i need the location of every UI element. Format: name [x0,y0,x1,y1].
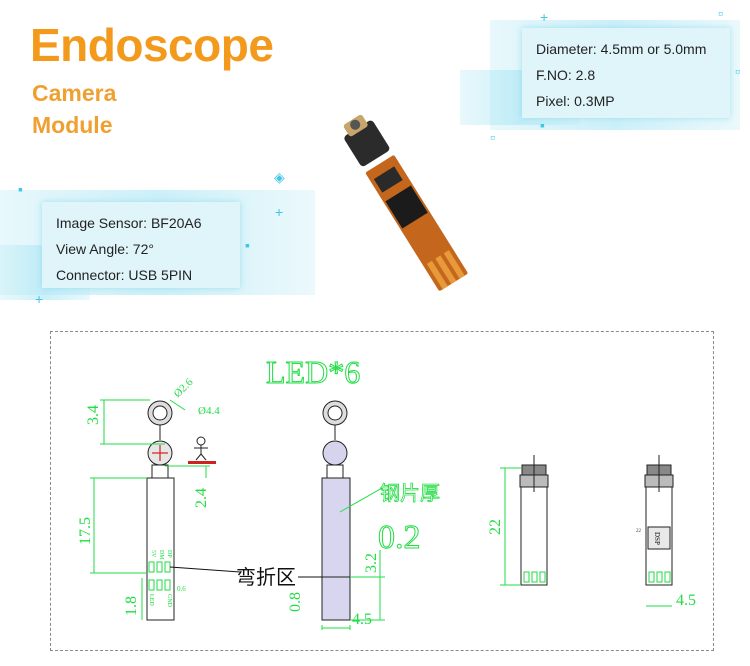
bend-zone-label: 弯折区 [236,566,296,589]
subtitle-camera: Camera [32,80,117,106]
dsp-label: DSP [653,532,661,545]
dim-0-6: 0.6 [177,585,186,593]
sparkle-icon: ▪ [245,237,250,253]
dim-3-2: 3.2 [363,553,380,573]
sparkle-icon: ▫ [718,5,723,21]
pad-dp: DP [166,550,172,558]
dim-3-4: 3.4 [85,405,102,425]
dim-1-8: 1.8 [123,596,140,616]
pad-gnd: GND [166,594,172,608]
spec-fno: F.NO: 2.8 [536,67,596,83]
page-title: Endoscope [30,19,274,71]
mascot-icon [194,436,208,461]
sparkle-icon: ▫ [490,129,495,145]
spec-connector: Connector: USB 5PIN [56,267,193,283]
product-photo [343,114,468,291]
sparkle-icon: ▪ [540,117,545,133]
pad-led: LED [148,594,154,606]
sparkle-icon: ▪ [18,181,23,197]
sparkle-icon: + [540,9,549,25]
spec-diameter: Diameter: 4.5mm or 5.0mm [536,41,707,57]
spec-box-sensor: Image Sensor: BF20A6 View Angle: 72° Con… [42,202,240,288]
led-count-label: LED*6 [266,354,360,390]
spec-view-angle: View Angle: 72° [56,241,154,257]
subtitle-module: Module [32,112,113,138]
dim-0-8: 0.8 [287,592,304,612]
dim-4-5-right: 4.5 [676,592,696,609]
pad-dm: DM [158,550,164,560]
dim-22-small: 22 [636,529,642,534]
steel-thickness-value: 0.2 [378,519,421,556]
mascot-caption [188,461,216,464]
dim-2-4: 2.4 [193,488,210,508]
spec-pixel: Pixel: 0.3MP [536,93,615,109]
diagram-frame [50,331,714,651]
dim-4-5-middle: 4.5 [352,611,372,628]
dim-22: 22 [487,519,504,535]
sparkle-icon: + [275,204,284,220]
pad-5v: 5V [150,550,156,558]
spec-sensor: Image Sensor: BF20A6 [56,215,202,231]
sparkle-icon: ▫ [735,63,740,79]
dim-diameter-outer: Ø4.4 [198,405,220,417]
dim-17-5: 17.5 [77,517,94,545]
spec-box-optics: Diameter: 4.5mm or 5.0mm F.NO: 2.8 Pixel… [522,28,730,118]
sparkle-icon: + [35,291,44,307]
sparkle-icon: ◈ [274,169,285,185]
steel-thickness-label: 钢片厚 [380,482,440,505]
dim-diameter-inner: Ø2.6 [172,376,196,400]
